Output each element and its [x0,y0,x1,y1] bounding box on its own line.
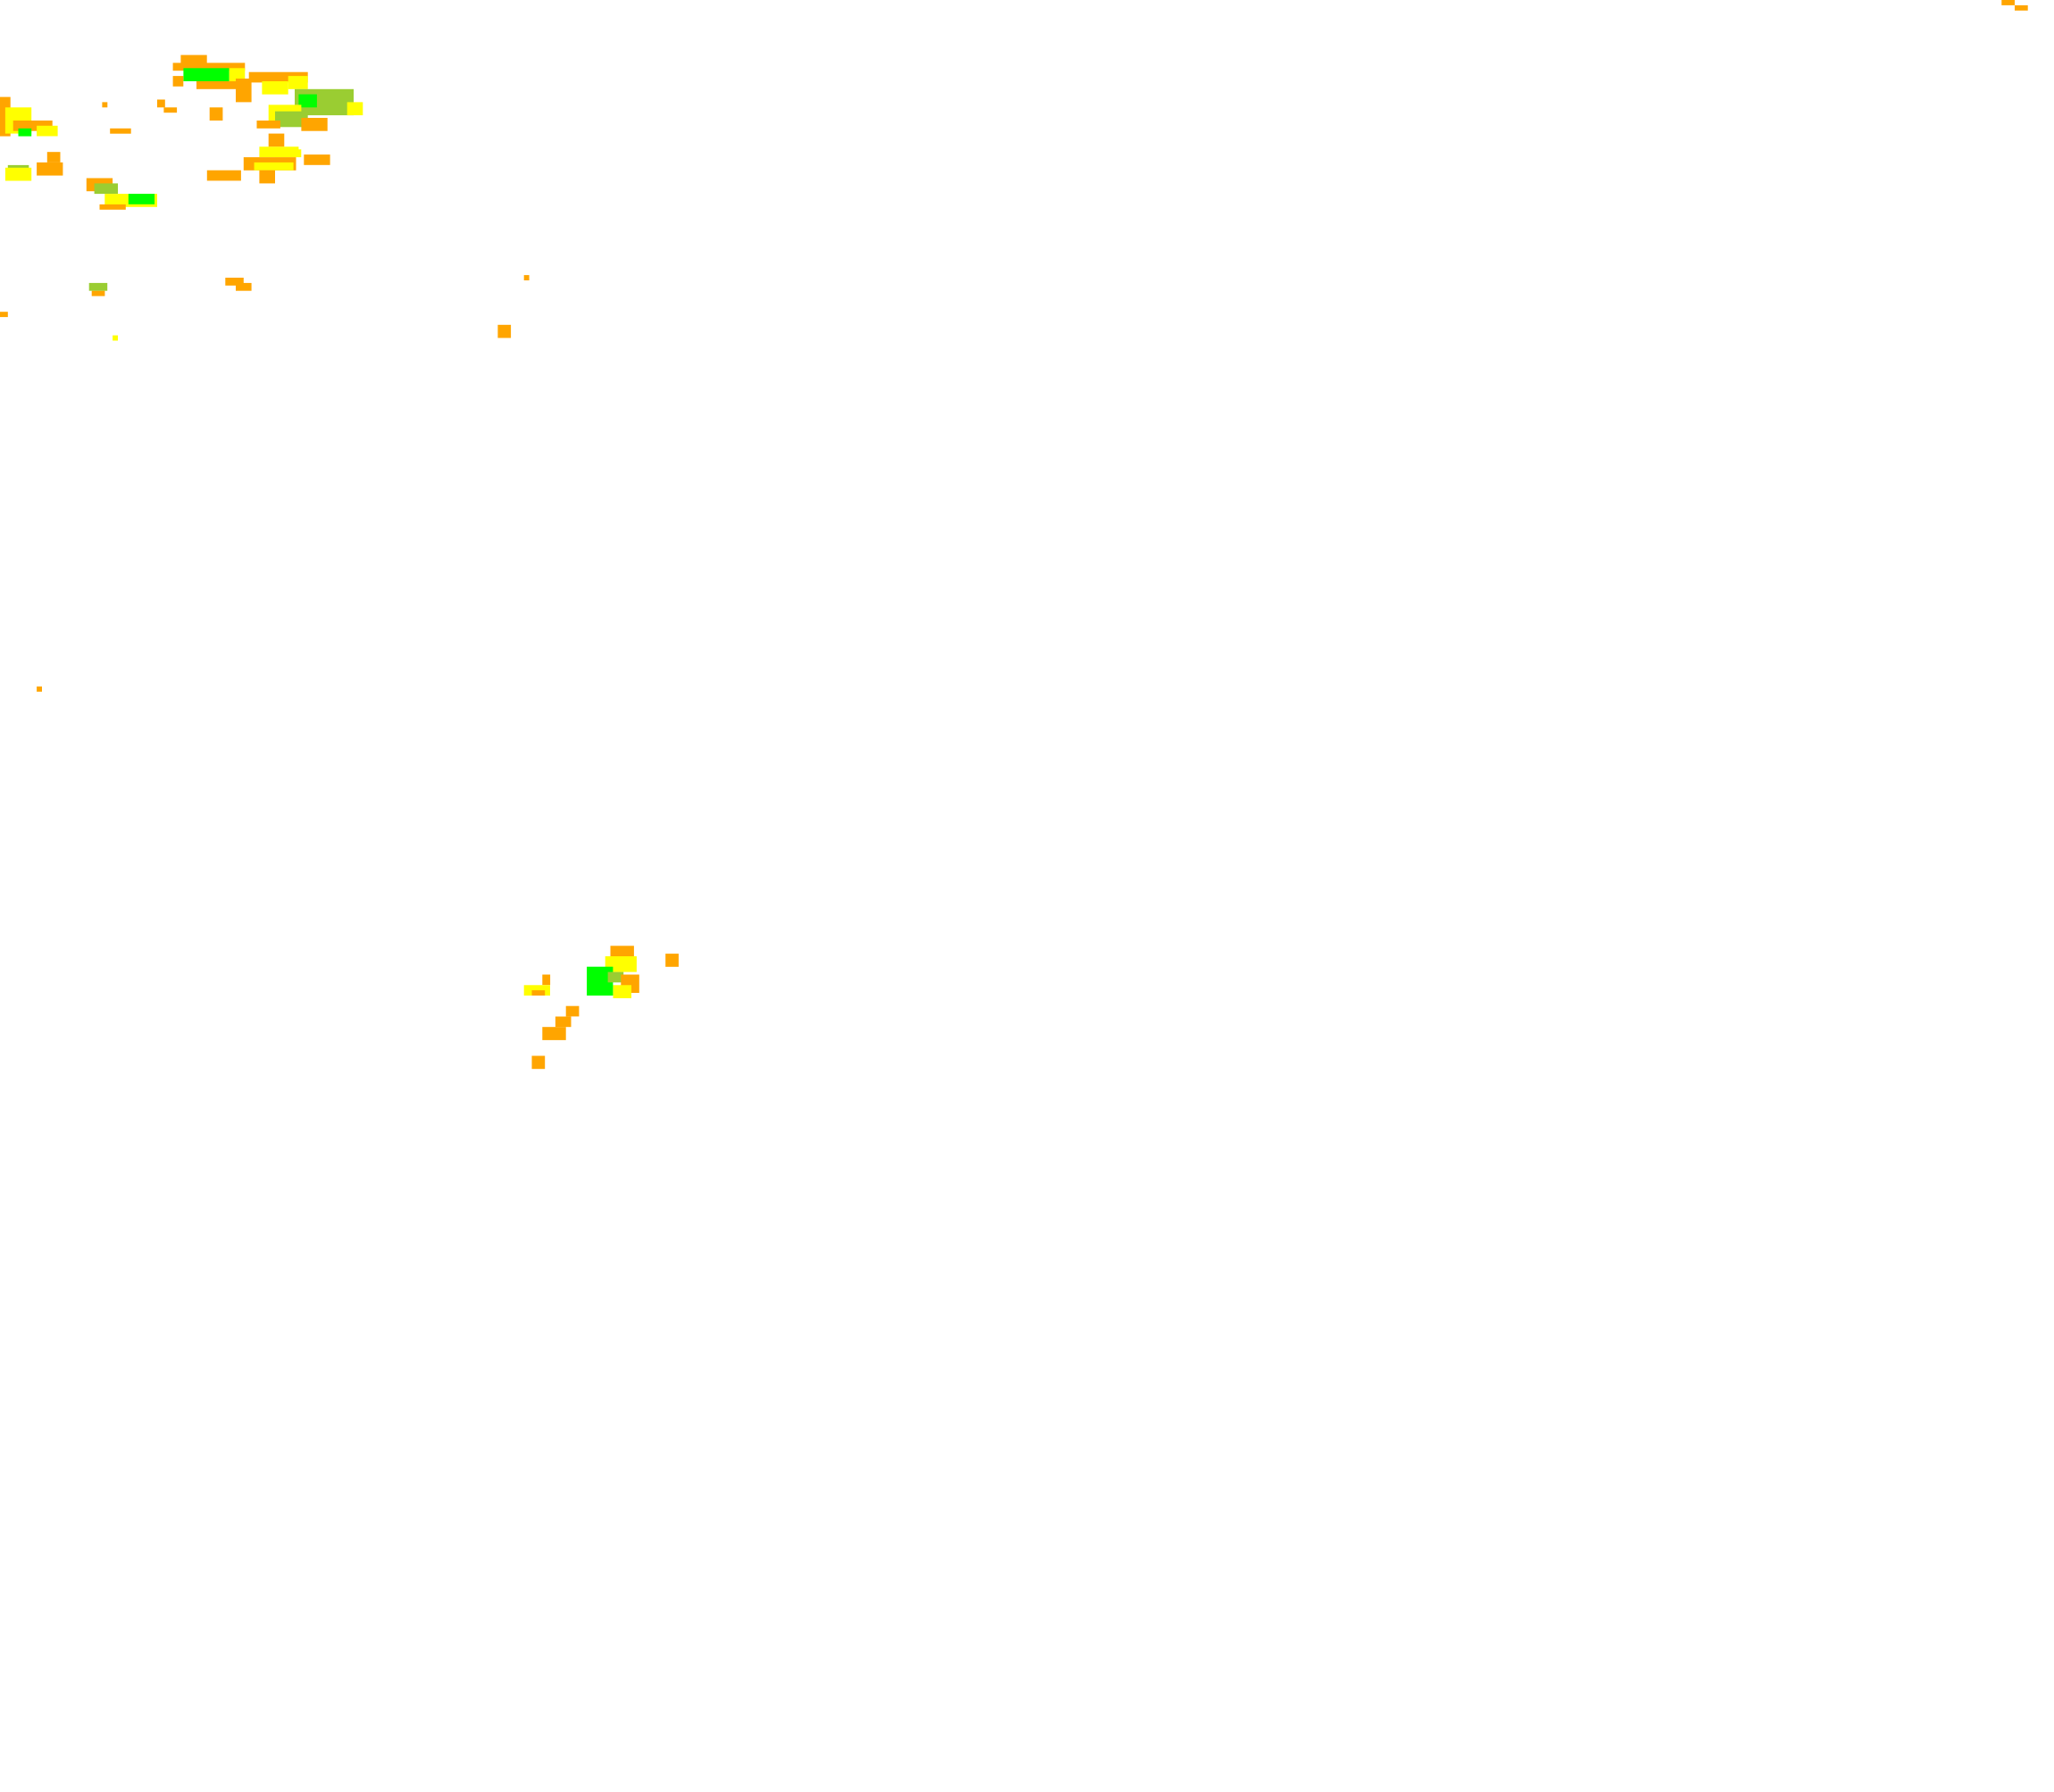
precip-cell-cluster-northwest-c [37,162,63,176]
precip-cell-scattered-cells-north [0,312,8,318]
precip-cell-cluster-northwest-a [157,99,165,108]
precip-cell-cluster-central [610,946,634,959]
precip-cell-cluster-northwest-a [172,63,246,71]
precip-cell-cluster-northwest-c [0,96,11,137]
precip-cell-cluster-northwest-c [99,204,126,210]
precip-cell-scattered-cells-north [523,275,530,280]
precip-cell-cluster-central [542,1027,566,1040]
precip-cell-cluster-northwest-a [298,94,317,108]
precip-cell-cluster-northwest-c [46,152,61,163]
precip-cell-cells-northeast-corner [2015,4,2028,11]
precip-cell-scattered-cells-north [225,278,244,286]
precip-cell-scattered-cells-north [497,324,512,338]
precip-cell-cluster-northwest-b [268,133,285,147]
precip-cell-cluster-central [605,956,637,972]
precip-cell-cluster-northwest-a [102,102,108,108]
precip-cell-cluster-northwest-b [304,154,330,165]
precip-cell-scattered-cells-north [88,282,108,291]
precip-cell-cluster-northwest-a [248,71,308,83]
precip-cell-cluster-central [565,1005,580,1017]
precip-cell-cluster-northwest-b [275,149,302,158]
precip-cell-scattered-cells-north [113,335,118,341]
precip-cell-cluster-northwest-c [13,121,53,131]
precip-cell-cluster-central [531,1055,546,1070]
precip-cell-cluster-northwest-c [94,183,118,195]
precip-cell-cluster-northwest-a [301,118,328,131]
precip-cell-cluster-northwest-a [180,54,207,66]
precip-cell-cluster-northwest-a [347,102,363,116]
precip-cell-cluster-central [613,985,631,998]
precip-cell-cluster-northwest-c [18,128,32,137]
precip-cell-scattered-cells-north [91,290,105,296]
precip-cell-cluster-northwest-b [206,170,241,181]
precip-cell-cluster-northwest-a [209,107,223,121]
precip-cell-cluster-northwest-a [256,121,280,129]
precip-cell-cluster-northwest-a [163,107,178,113]
precip-cell-cluster-central [555,1016,572,1028]
precip-cell-cluster-northwest-a [288,76,308,89]
precip-cell-cluster-northwest-c [37,125,58,137]
precip-cell-cluster-northwest-b [259,170,275,184]
precip-cell-cluster-central [531,990,546,996]
precip-cell-cluster-northwest-a [183,68,230,81]
precip-cell-cluster-central [542,974,551,986]
precip-cell-cluster-northwest-b [254,162,294,171]
precip-cell-cells-northeast-corner [2001,0,2015,5]
precip-cell-cluster-northwest-c [4,167,32,181]
precip-cell-cluster-northwest-a [196,81,236,89]
precip-cell-cluster-northwest-a [229,68,246,81]
precipitation-cells [0,0,2028,1070]
precip-cell-cluster-northwest-a [236,79,252,103]
precip-cell-cluster-central [607,971,624,983]
precip-cell-scattered-cells-north [236,282,252,291]
precip-cell-cluster-central [665,954,679,967]
precip-cell-cluster-northwest-a [262,81,288,95]
precip-cell-cluster-northwest-c [128,194,155,204]
precip-cell-cluster-northwest-a [275,111,308,128]
precip-cell-cluster-northwest-a [172,76,184,87]
precip-cell-cluster-northwest-a [110,128,131,134]
precip-cell-scattered-cells-north [37,686,42,692]
